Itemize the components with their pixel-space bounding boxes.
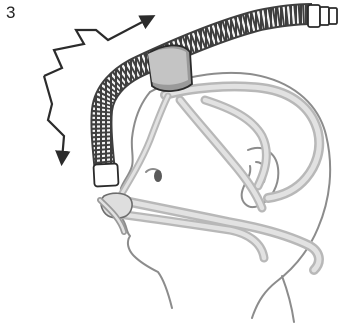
tube-clip [148, 45, 192, 91]
eye [154, 170, 162, 182]
headgear [118, 86, 319, 270]
tube-connector [308, 5, 337, 27]
nasal-mask [100, 193, 132, 232]
flex-arrow-down-icon [44, 76, 64, 160]
